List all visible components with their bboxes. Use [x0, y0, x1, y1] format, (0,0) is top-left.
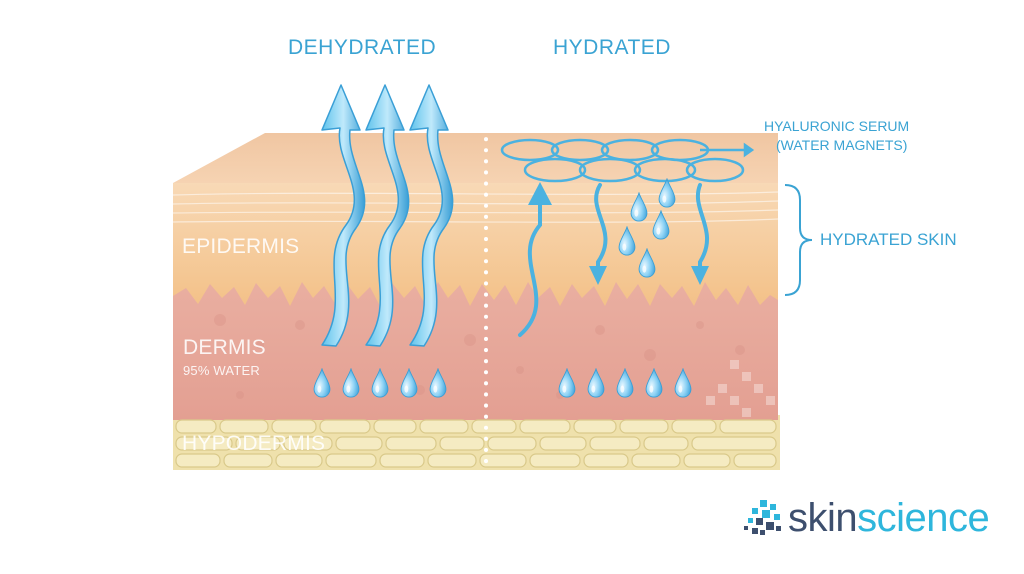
dermis-texture — [214, 314, 745, 399]
logo-wordmark: skinscience — [788, 494, 990, 542]
logo-mark-icon — [744, 500, 781, 535]
dermis-water-label: 95% WATER — [183, 363, 260, 378]
hydrated-skin-label: HYDRATED SKIN — [820, 230, 957, 249]
hydrated-skin-bracket — [784, 184, 813, 296]
serum-label-line2: (WATER MAGNETS) — [776, 137, 908, 153]
logo-word-science: science — [857, 496, 990, 540]
hypodermis-label: HYPODERMIS — [182, 432, 326, 455]
epidermis-layer — [173, 183, 778, 306]
dermis-label: DERMIS — [183, 336, 266, 359]
serum-label-line1: HYALURONIC SERUM — [764, 118, 910, 134]
water-loss-arrow — [365, 84, 410, 347]
dermis-pixel-pattern — [706, 360, 775, 417]
fat-cells — [175, 419, 777, 468]
epidermis-label: EPIDERMIS — [182, 235, 300, 258]
skinscience-logo: skinscience — [740, 492, 1010, 552]
logo-word-skin: skin — [788, 496, 858, 540]
hydrated-heading: HYDRATED — [553, 36, 671, 59]
water-loss-arrows — [321, 84, 454, 347]
water-loss-arrow — [409, 84, 454, 347]
water-penetration-arrows — [518, 183, 710, 337]
skin-top-surface — [173, 133, 778, 183]
dehydrated-heading: DEHYDRATED — [288, 36, 437, 59]
hyaluronic-serum-swirls — [500, 138, 755, 183]
arrow-heads — [528, 182, 709, 285]
water-loss-arrow — [321, 84, 366, 347]
